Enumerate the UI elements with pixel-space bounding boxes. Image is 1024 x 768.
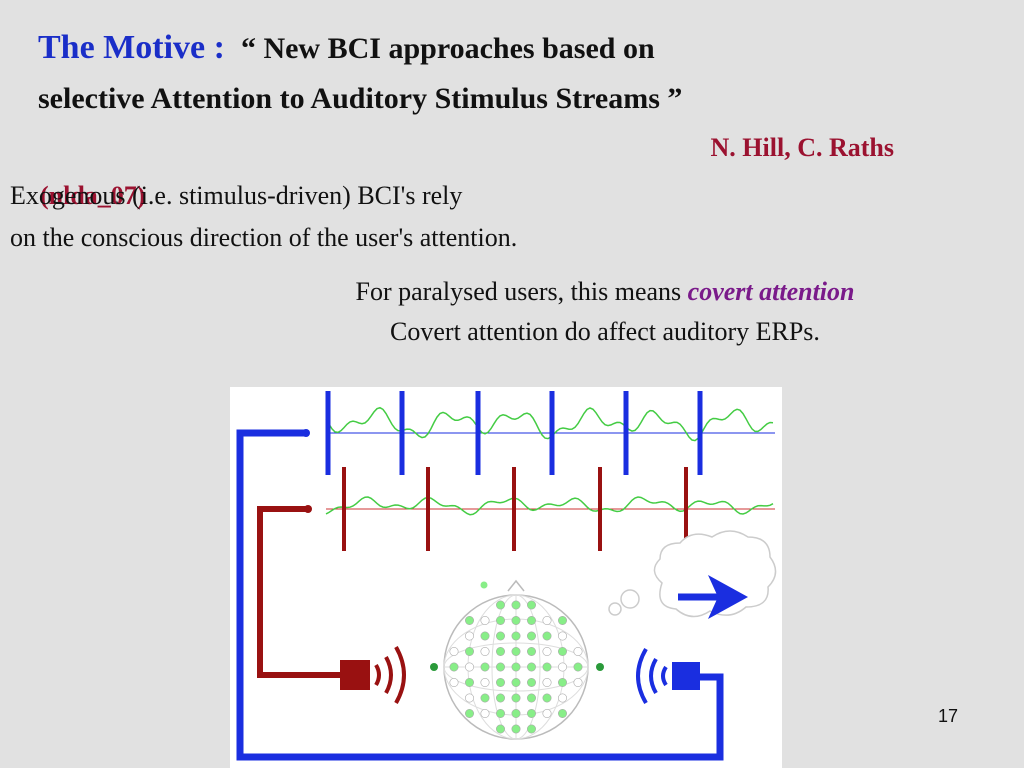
electrode <box>465 662 475 672</box>
electrode <box>526 677 536 687</box>
covert-prefix: For paralysed users, this means <box>355 277 688 306</box>
electrode <box>511 693 521 703</box>
electrode <box>557 708 567 718</box>
electrode <box>495 677 505 687</box>
electrode <box>480 693 490 703</box>
electrode <box>511 631 521 641</box>
electrode <box>526 724 536 734</box>
electrode <box>511 662 521 672</box>
electrode <box>542 708 552 718</box>
electrode <box>465 616 475 626</box>
electrode <box>495 600 505 610</box>
bci-figure <box>230 387 782 768</box>
electrode <box>495 693 505 703</box>
electrode <box>495 662 505 672</box>
slide-title: The Motive : “ New BCI approaches based … <box>38 24 655 72</box>
thought-bubble-icon <box>608 530 777 618</box>
electrode <box>526 708 536 718</box>
electrode <box>495 724 505 734</box>
electrode <box>465 631 475 641</box>
electrode <box>511 724 521 734</box>
electrode <box>449 677 459 687</box>
stimulus-markers <box>325 391 703 551</box>
electrode <box>526 631 536 641</box>
electrode <box>542 693 552 703</box>
electrode <box>542 677 552 687</box>
electrode <box>480 708 490 718</box>
electrode <box>557 646 567 656</box>
red-eeg-trace <box>325 496 774 516</box>
electrode <box>573 662 583 672</box>
body-line-1: Exogenous (i.e. stimulus-driven) BCI's r… <box>10 181 463 210</box>
electrode <box>526 662 536 672</box>
electrode <box>495 631 505 641</box>
covert-paragraph: For paralysed users, this means covert a… <box>260 272 950 352</box>
electrode <box>557 693 567 703</box>
speaker-left-icon <box>340 646 406 704</box>
electrode <box>573 677 583 687</box>
electrode <box>511 600 521 610</box>
electrode <box>465 708 475 718</box>
electrode <box>495 646 505 656</box>
electrode <box>511 646 521 656</box>
electrode <box>526 600 536 610</box>
arrow-right-icon <box>678 575 748 619</box>
electrode <box>465 677 475 687</box>
electrode <box>557 662 567 672</box>
title-quote-line1: “ New BCI approaches based on <box>240 32 655 65</box>
electrode <box>542 631 552 641</box>
page-number: 17 <box>937 706 958 726</box>
electrode <box>526 616 536 626</box>
red-wire <box>257 506 342 678</box>
electrode <box>542 616 552 626</box>
electrode <box>557 616 567 626</box>
electrode <box>449 646 459 656</box>
electrode <box>542 646 552 656</box>
electrode <box>480 616 490 626</box>
electrode <box>526 693 536 703</box>
venue-label: (nlda_07) <box>40 181 146 210</box>
head-electrode-map-icon <box>430 579 604 740</box>
electrode <box>526 646 536 656</box>
electrode <box>495 616 505 626</box>
electrode <box>511 708 521 718</box>
electrode <box>480 677 490 687</box>
electrode <box>511 616 521 626</box>
covert-line-1: For paralysed users, this means covert a… <box>260 272 950 312</box>
title-prefix: The Motive : <box>38 29 225 66</box>
electrode <box>449 662 459 672</box>
blue-junction <box>302 429 310 437</box>
electrode <box>480 631 490 641</box>
red-junction <box>304 505 312 513</box>
electrode <box>465 693 475 703</box>
body-line-2: on the conscious direction of the user's… <box>10 223 518 252</box>
electrode <box>495 708 505 718</box>
electrode <box>511 677 521 687</box>
bci-diagram <box>236 391 777 761</box>
speaker-right-icon <box>636 647 700 705</box>
covert-emphasis: covert attention <box>687 277 855 306</box>
title-quote-line2: selective Attention to Auditory Stimulus… <box>38 82 683 115</box>
body-text: Exogenous (i.e. stimulus-driven) BCI's r… <box>10 175 517 259</box>
electrode <box>557 631 567 641</box>
covert-line-2: Covert attention do affect auditory ERPs… <box>390 317 820 346</box>
electrode <box>465 646 475 656</box>
electrode <box>480 662 490 672</box>
blue-wire <box>236 429 724 761</box>
electrode <box>557 677 567 687</box>
electrode <box>542 662 552 672</box>
authors: N. Hill, C. Raths <box>710 133 894 162</box>
electrode <box>573 646 583 656</box>
electrode <box>480 646 490 656</box>
